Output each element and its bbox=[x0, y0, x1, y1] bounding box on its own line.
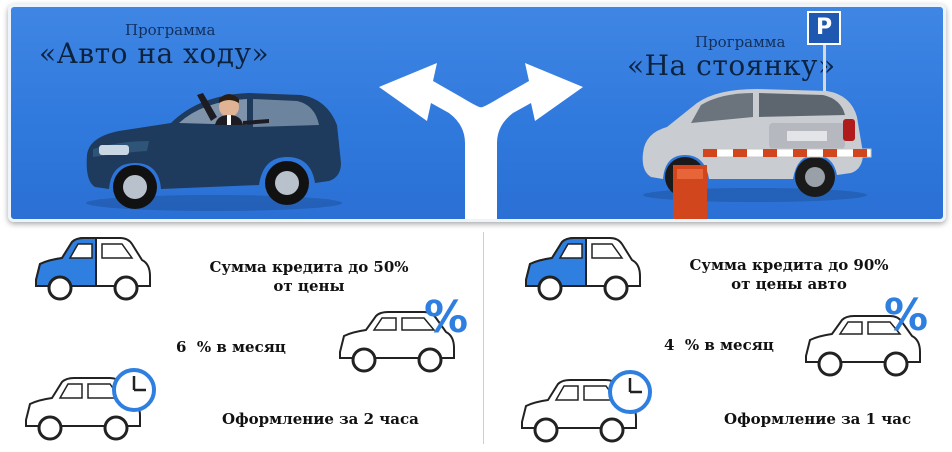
suv-driver-image bbox=[86, 93, 342, 211]
car-clock-icon bbox=[521, 370, 652, 443]
sign-pole bbox=[823, 45, 826, 97]
right-loan-amount-line1: Сумма кредита до 90% bbox=[689, 256, 889, 274]
left-loan-amount-line2: от цены bbox=[273, 277, 345, 295]
car-percent-icon bbox=[339, 311, 455, 373]
fork-arrow-icon bbox=[379, 63, 583, 219]
program-banner: Программа «Авто на ходу» Программа «На с… bbox=[8, 4, 946, 222]
left-rate: 6 % в месяц bbox=[176, 338, 286, 356]
right-loan-amount-line2: от цены авто bbox=[731, 275, 847, 293]
right-rate: 4 % в месяц bbox=[664, 336, 774, 354]
left-loan-amount: Сумма кредита до 50% от цены bbox=[196, 258, 422, 296]
parking-sign-icon: P bbox=[807, 11, 841, 45]
left-program-label: Программа bbox=[125, 21, 216, 39]
right-program-label: Программа bbox=[695, 33, 786, 51]
left-program-name: «Авто на ходу» bbox=[39, 37, 270, 70]
left-processing-time: Оформление за 2 часа bbox=[222, 410, 419, 428]
car-clock-icon bbox=[25, 368, 156, 441]
parking-barrier-image bbox=[673, 148, 872, 219]
right-loan-amount: Сумма кредита до 90% от цены авто bbox=[676, 256, 902, 294]
car-blue-front-icon bbox=[35, 237, 151, 301]
car-blue-front-icon bbox=[525, 237, 641, 301]
column-divider bbox=[483, 232, 484, 444]
right-program-name: «На стоянку» bbox=[627, 49, 836, 82]
car-percent-icon bbox=[805, 315, 921, 377]
right-processing-time: Оформление за 1 час bbox=[724, 410, 912, 428]
left-loan-amount-line1: Сумма кредита до 50% bbox=[209, 258, 409, 276]
percent-icon: % bbox=[424, 292, 469, 343]
percent-icon: % bbox=[884, 290, 929, 341]
